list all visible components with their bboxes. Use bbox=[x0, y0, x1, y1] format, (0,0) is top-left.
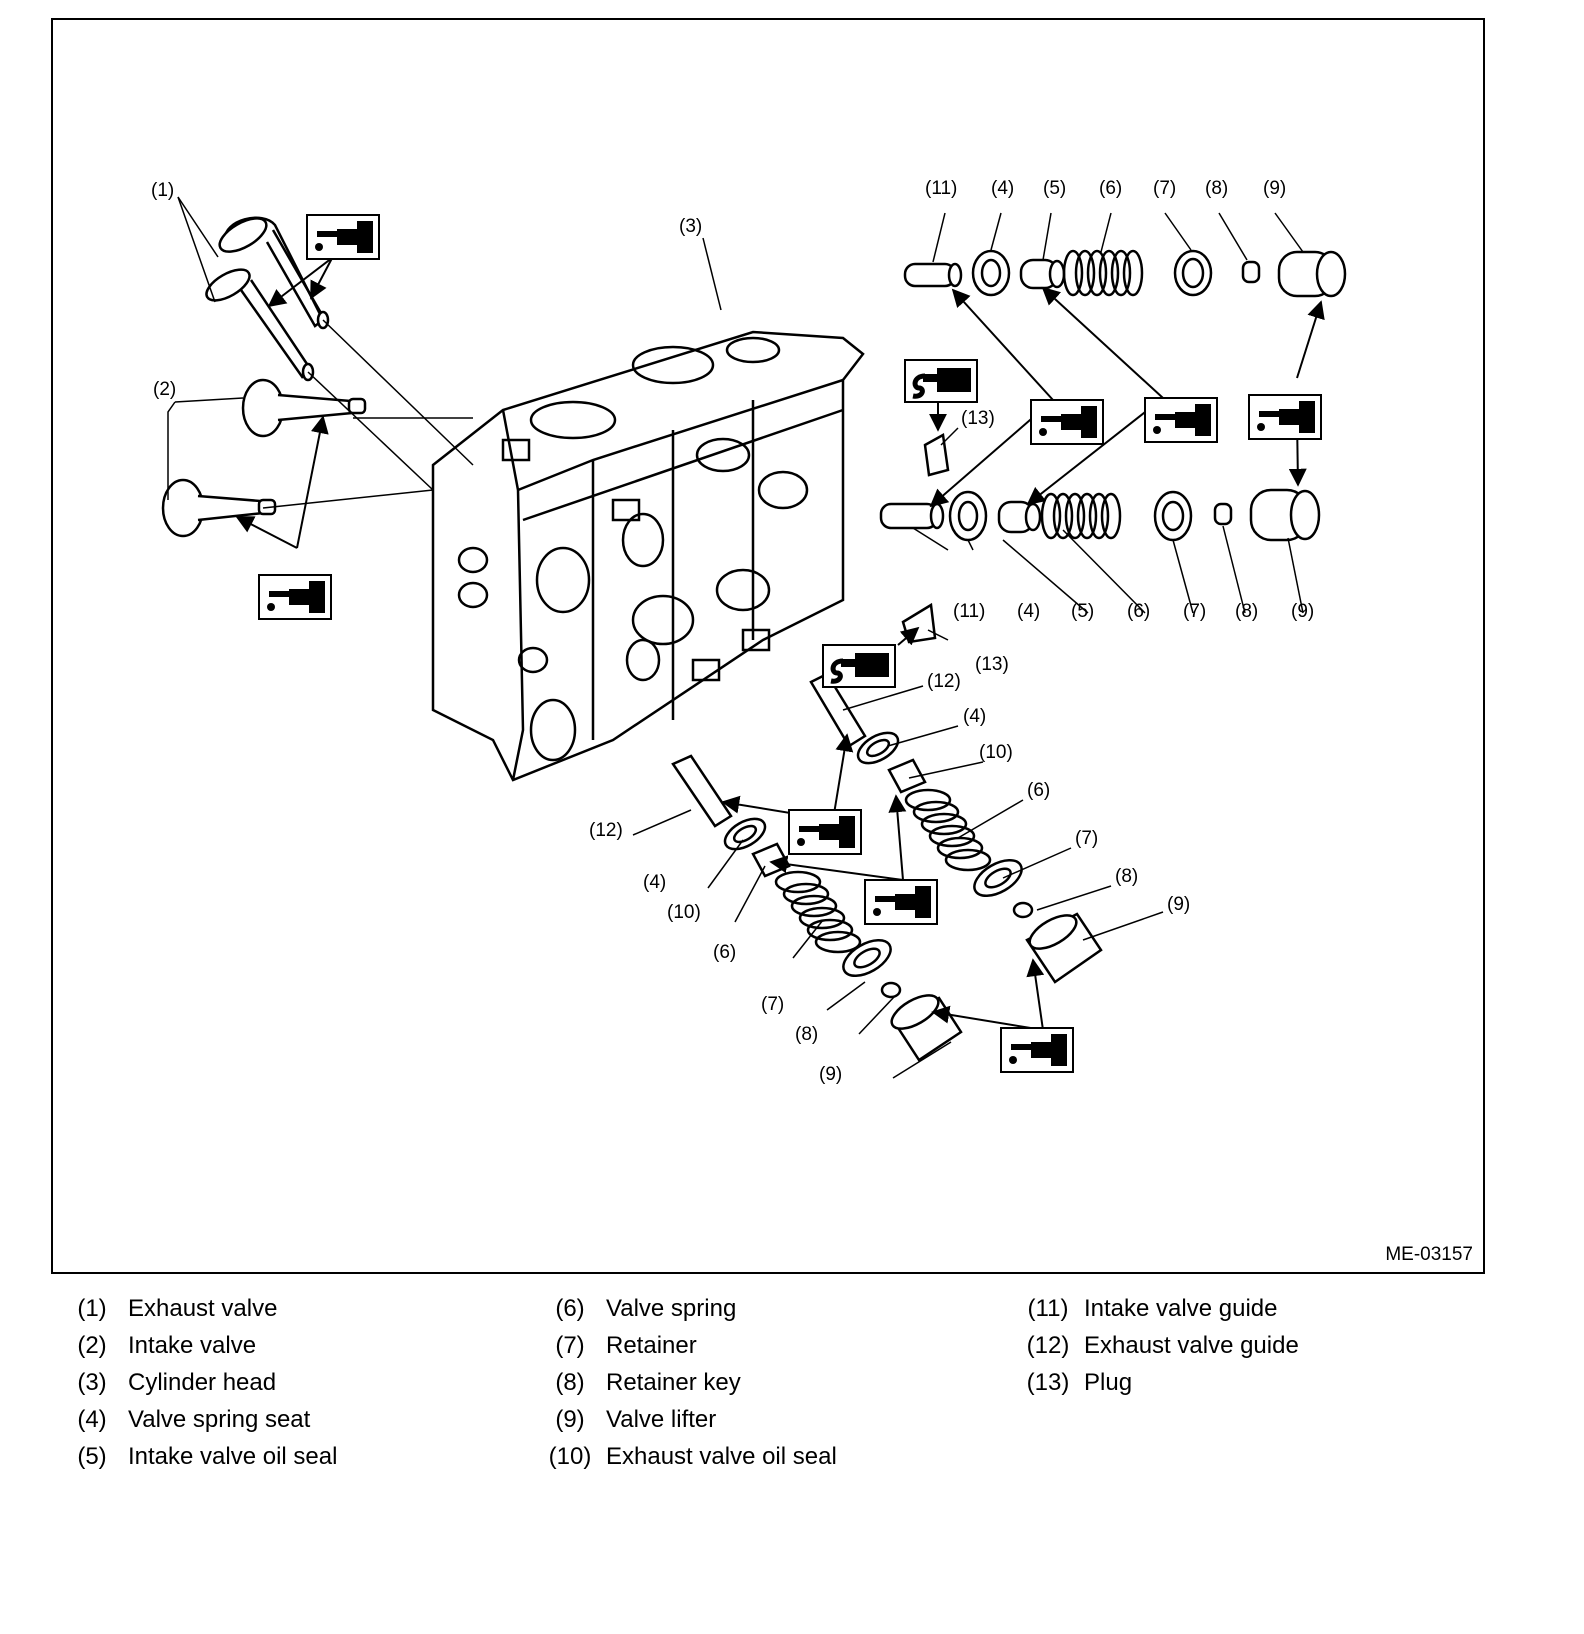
lower-valve-stack-right bbox=[809, 672, 1103, 984]
callout-4-top: (4) bbox=[991, 178, 1014, 199]
legend-number: (7) bbox=[555, 1332, 585, 1359]
callout-9-left: (9) bbox=[819, 1064, 842, 1085]
cylinder-head bbox=[431, 330, 865, 782]
callout-9-top: (9) bbox=[1263, 178, 1286, 199]
callout-10-right: (10) bbox=[979, 742, 1013, 763]
callout-10-left: (10) bbox=[667, 902, 701, 923]
legend-label: Valve spring bbox=[606, 1295, 737, 1322]
legend-number: (8) bbox=[555, 1369, 585, 1396]
legend-number: (11) bbox=[1027, 1295, 1069, 1322]
callout-5-mid: (5) bbox=[1071, 601, 1094, 622]
exhaust-valve bbox=[205, 216, 330, 382]
callout-4-right: (4) bbox=[963, 706, 986, 727]
callout-8-left: (8) bbox=[795, 1024, 818, 1045]
callout-2: (2) bbox=[153, 379, 176, 400]
legend-number: (10) bbox=[548, 1443, 592, 1470]
legend-label: Exhaust valve guide bbox=[1084, 1332, 1299, 1359]
legend-label: Retainer bbox=[606, 1332, 697, 1359]
intake-valve bbox=[161, 378, 367, 538]
legend-number: (13) bbox=[1026, 1369, 1070, 1396]
exploded-view-drawing: (1) (2) (3) (11) (4) (5) (6) (7) (8) (9)… bbox=[151, 178, 1347, 1085]
callout-13-top: (13) bbox=[961, 408, 995, 429]
oil-arrows bbox=[235, 241, 1325, 1031]
callout-13-mid: (13) bbox=[975, 654, 1009, 675]
callout-12-left: (12) bbox=[589, 820, 623, 841]
callout-11-mid: (11) bbox=[953, 601, 985, 622]
legend-number: (3) bbox=[77, 1369, 107, 1396]
callout-9-right: (9) bbox=[1167, 894, 1190, 915]
callout-4-mid: (4) bbox=[1017, 601, 1040, 622]
callout-6-mid: (6) bbox=[1127, 601, 1150, 622]
callout-labels: (1) (2) (3) (11) (4) (5) (6) (7) (8) (9)… bbox=[151, 178, 1314, 1085]
callout-7-left: (7) bbox=[761, 994, 784, 1015]
callout-8-top: (8) bbox=[1205, 178, 1228, 199]
figure-id: ME-03157 bbox=[1385, 1244, 1473, 1265]
callout-11-top: (11) bbox=[925, 178, 957, 199]
oil-can-icon bbox=[258, 214, 1322, 1073]
leader-lines bbox=[167, 196, 1304, 1079]
legend-label: Valve spring seat bbox=[128, 1406, 311, 1433]
callout-6-left: (6) bbox=[713, 942, 736, 963]
callout-6-right: (6) bbox=[1027, 780, 1050, 801]
callout-8-mid: (8) bbox=[1235, 601, 1258, 622]
legend-number: (1) bbox=[77, 1295, 107, 1322]
legend-label: Intake valve oil seal bbox=[128, 1443, 338, 1470]
legend-label: Retainer key bbox=[606, 1369, 741, 1396]
callout-8-right: (8) bbox=[1115, 866, 1138, 887]
callout-5-top: (5) bbox=[1043, 178, 1066, 199]
legend-number: (9) bbox=[555, 1406, 585, 1433]
callout-9-mid: (9) bbox=[1291, 601, 1314, 622]
legend-label: Cylinder head bbox=[128, 1369, 277, 1396]
legend-label: Exhaust valve bbox=[128, 1295, 278, 1322]
plug bbox=[901, 433, 950, 644]
callout-1: (1) bbox=[151, 180, 174, 201]
exploded-view-figure: (1) (2) (3) (11) (4) (5) (6) (7) (8) (9)… bbox=[51, 18, 1485, 1274]
legend-label: Intake valve bbox=[128, 1332, 257, 1359]
legend-label: Intake valve guide bbox=[1084, 1295, 1278, 1322]
callout-7-mid: (7) bbox=[1183, 601, 1206, 622]
callout-4-left: (4) bbox=[643, 872, 666, 893]
legend-number: (12) bbox=[1026, 1332, 1070, 1359]
callout-7-top: (7) bbox=[1153, 178, 1176, 199]
legend-label: Plug bbox=[1084, 1369, 1133, 1396]
parts-legend: (1) Exhaust valve (2) Intake valve (3) Cyli… bbox=[0, 1295, 1584, 1515]
legend-number: (2) bbox=[77, 1332, 107, 1359]
legend-number: (5) bbox=[77, 1443, 107, 1470]
callout-12-right: (12) bbox=[927, 671, 961, 692]
legend-label: Valve lifter bbox=[606, 1406, 717, 1433]
legend-number: (6) bbox=[555, 1295, 585, 1322]
legend-number: (4) bbox=[77, 1406, 107, 1433]
callout-6-top: (6) bbox=[1099, 178, 1122, 199]
callout-3: (3) bbox=[679, 216, 702, 237]
middle-valve-stack bbox=[879, 488, 1321, 542]
legend-label: Exhaust valve oil seal bbox=[606, 1443, 837, 1470]
lower-valve-stack-left bbox=[671, 754, 963, 1062]
upper-valve-stack bbox=[903, 249, 1347, 298]
callout-7-right: (7) bbox=[1075, 828, 1098, 849]
